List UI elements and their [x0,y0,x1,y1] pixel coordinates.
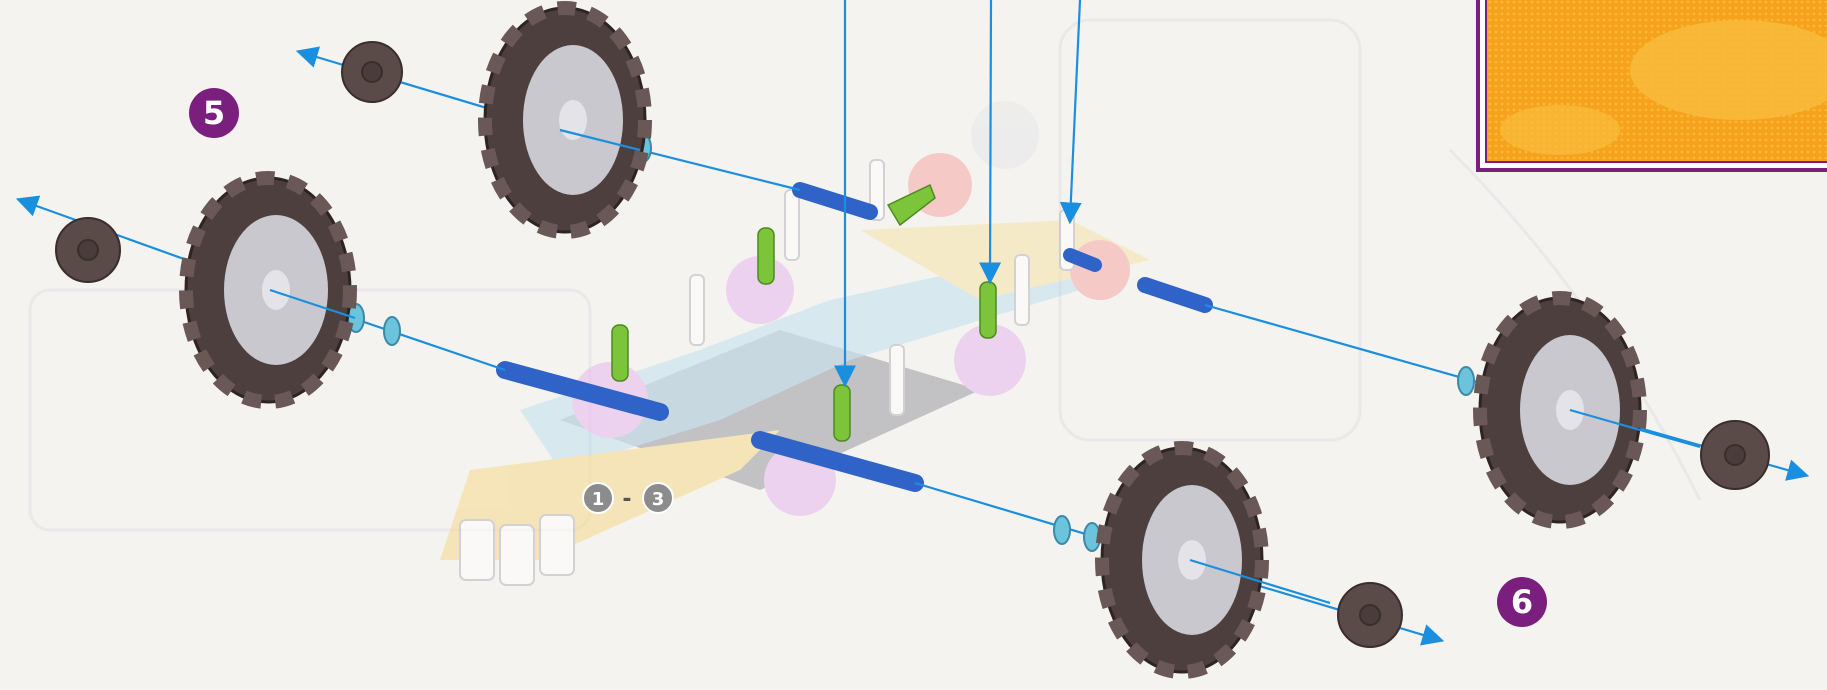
gear-icon [1338,583,1402,647]
green-connector [758,228,774,284]
wheel [186,178,350,402]
spacer [1054,516,1070,544]
step-6-badge: 6 [1497,577,1547,627]
spacer [384,317,400,345]
previous-steps-reference: 1 - 3 [583,483,673,513]
green-connector [834,385,850,441]
gear-icon [342,42,402,102]
prev-step-dash: - [622,487,631,512]
prev-step-start: 1 [592,489,605,510]
prev-step-end: 3 [652,489,665,510]
green-connector [612,325,628,381]
green-connector [980,282,996,338]
reference-panel [1478,0,1827,170]
spacer [1458,367,1474,395]
wheel [1102,448,1262,672]
gear-icon [56,218,120,282]
step-6-label: 6 [1511,583,1533,621]
wheel [485,8,645,232]
gear-icon [1701,421,1769,489]
step-5-label: 5 [203,94,225,132]
wheel [1480,298,1640,522]
step-5-badge: 5 [189,88,239,138]
